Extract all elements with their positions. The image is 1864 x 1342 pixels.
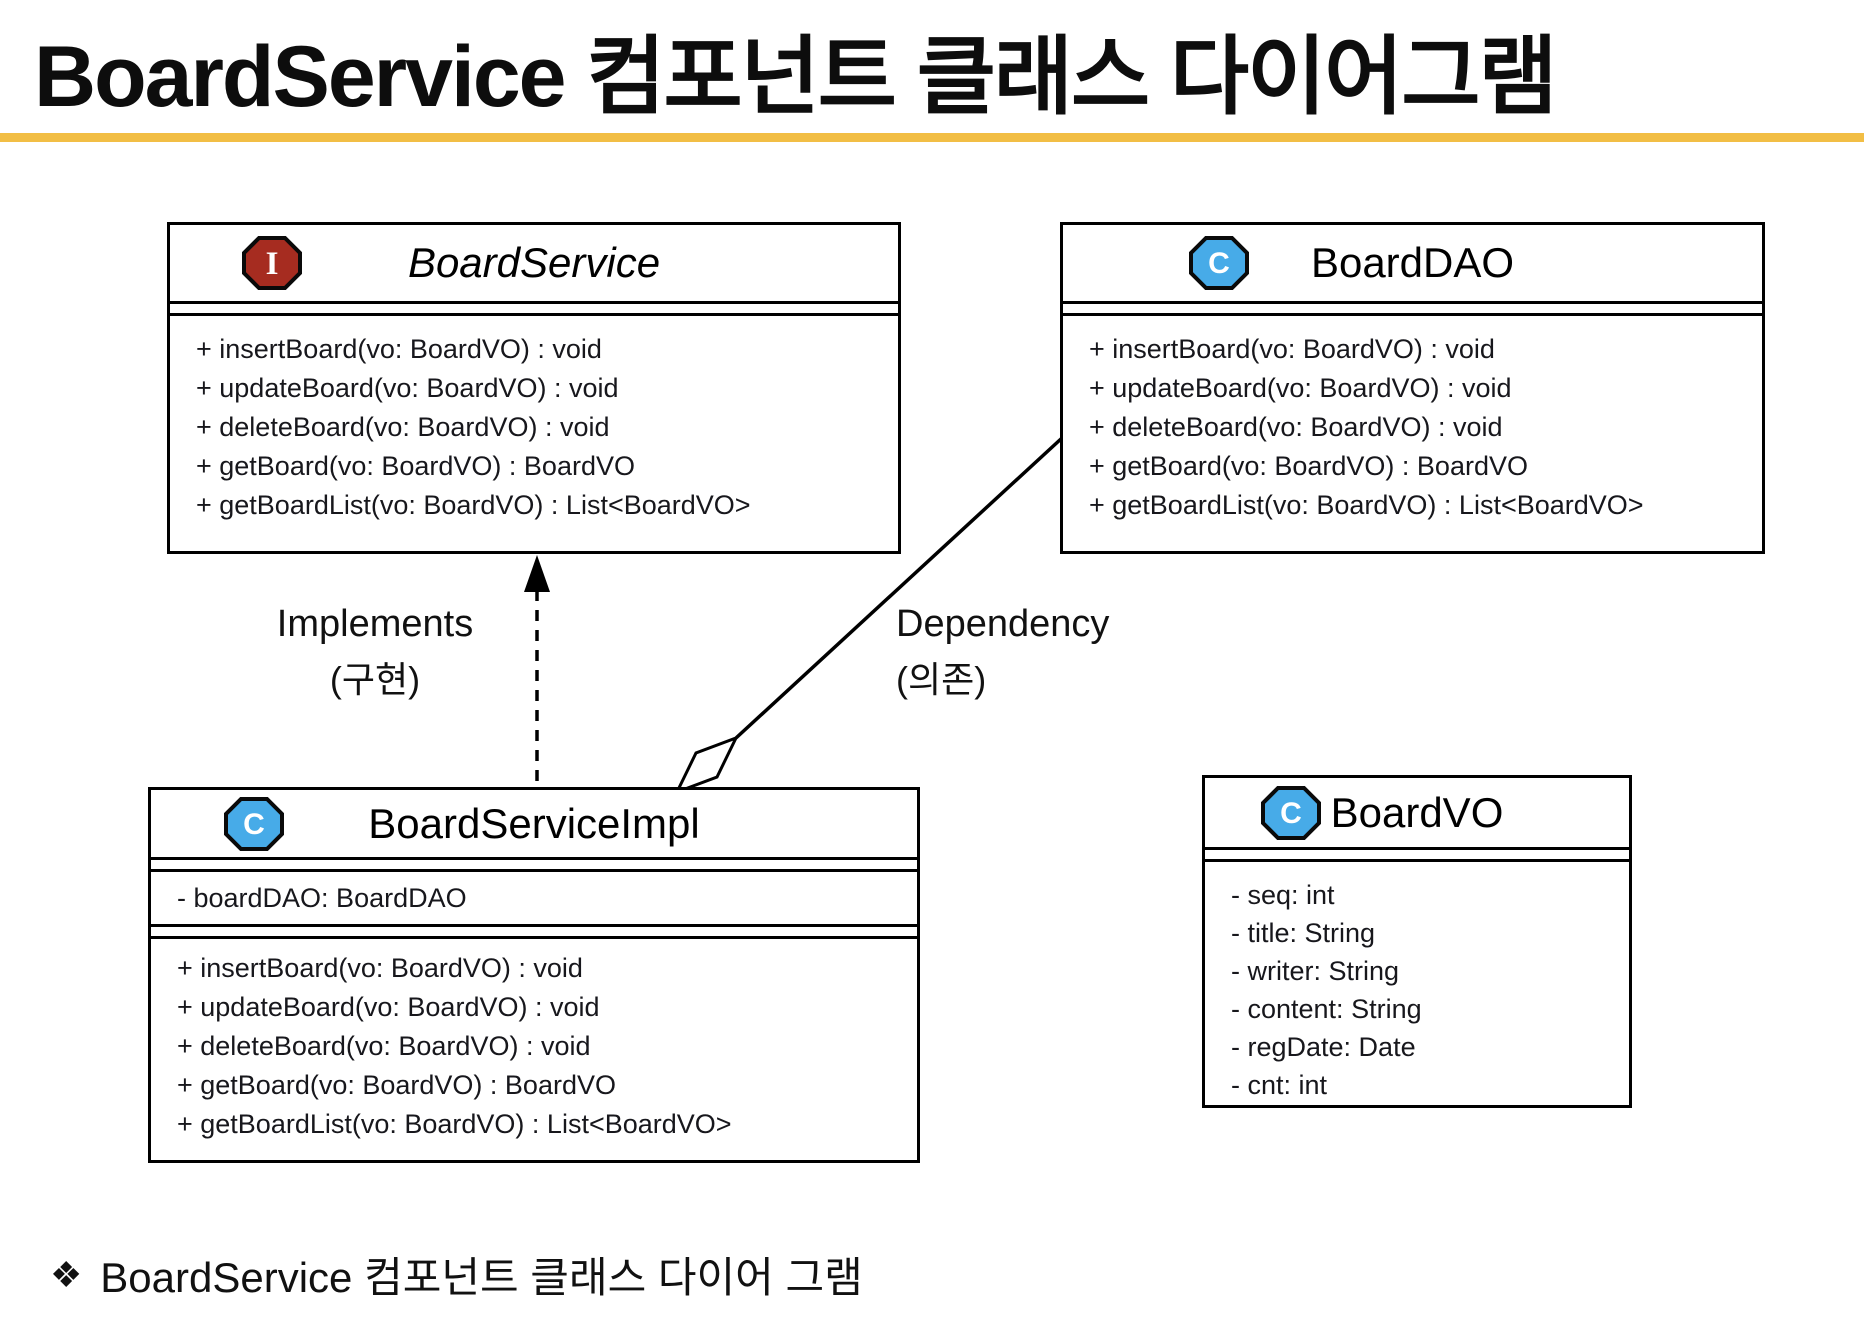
method-item: + getBoard(vo: BoardVO) : BoardVO — [1089, 451, 1528, 481]
class-header: C BoardServiceImpl — [151, 790, 917, 860]
attribute-item: - cnt: int — [1231, 1070, 1328, 1100]
dependency-label-text: Dependency — [896, 603, 1110, 645]
dependency-sublabel-text: (의존) — [896, 659, 987, 700]
svg-text:C: C — [243, 808, 265, 841]
class-name: BoardService — [407, 239, 661, 286]
compartment-separator — [1063, 304, 1762, 316]
method-item: + insertBoard(vo: BoardVO) : void — [1089, 334, 1495, 364]
class-box-boardserviceimpl: C BoardServiceImpl - boardDAO: BoardDAO … — [148, 787, 920, 1163]
methods-compartment: + insertBoard(vo: BoardVO) : void + updat… — [170, 316, 898, 525]
implements-label-text: Implements — [276, 603, 474, 645]
dependency-label: Dependency (의존) — [896, 596, 1109, 707]
method-item: + deleteBoard(vo: BoardVO) : void — [177, 1031, 591, 1061]
compartment-separator — [1205, 850, 1629, 862]
class-name: BoardDAO — [1310, 239, 1515, 286]
attribute-item: - regDate: Date — [1231, 1032, 1416, 1062]
svg-text:C: C — [1280, 797, 1302, 830]
attribute-item: - content: String — [1231, 994, 1422, 1024]
svg-text:C: C — [1208, 247, 1230, 280]
method-item: + deleteBoard(vo: BoardVO) : void — [196, 412, 610, 442]
class-icon: C — [224, 796, 284, 851]
compartment-separator — [151, 860, 917, 872]
class-box-boarddao: C BoardDAO + insertBoard(vo: BoardVO) : … — [1060, 222, 1765, 554]
method-item: + insertBoard(vo: BoardVO) : void — [196, 334, 602, 364]
implements-arrowhead — [524, 555, 550, 592]
footer-note-text: BoardService 컴포넌트 클래스 다이어 그램 — [100, 1254, 863, 1301]
attribute-item: - title: String — [1231, 918, 1376, 948]
class-header: I BoardService — [170, 225, 898, 304]
compartment-separator — [151, 927, 917, 939]
method-item: + getBoard(vo: BoardVO) : BoardVO — [196, 451, 635, 481]
class-name: BoardServiceImpl — [368, 799, 700, 847]
interface-icon: I — [242, 236, 302, 290]
method-item: + updateBoard(vo: BoardVO) : void — [196, 373, 619, 403]
implements-sublabel-text: (구현) — [329, 659, 421, 700]
method-item: + getBoardList(vo: BoardVO) : List<Board… — [196, 490, 751, 520]
attribute-item: - seq: int — [1231, 880, 1335, 910]
diamond-bullet-icon: ❖ — [50, 1253, 83, 1295]
method-item: + updateBoard(vo: BoardVO) : void — [1089, 373, 1512, 403]
class-box-boardservice: I BoardService + insertBoard(vo: BoardVO… — [167, 222, 901, 554]
page-title: BoardService 컴포넌트 클래스 다이어그램 — [34, 29, 1558, 125]
class-icon: C — [1189, 236, 1249, 290]
method-item: + getBoardList(vo: BoardVO) : List<Board… — [1089, 490, 1644, 520]
attribute-item: - writer: String — [1231, 956, 1400, 986]
attribute-item: - boardDAO: BoardDAO — [151, 872, 917, 927]
method-item: + deleteBoard(vo: BoardVO) : void — [1089, 412, 1503, 442]
methods-compartment: + insertBoard(vo: BoardVO) : void + updat… — [151, 939, 917, 1144]
class-icon: C — [1261, 785, 1321, 840]
class-header: C BoardDAO — [1063, 225, 1762, 304]
class-name: BoardVO — [1330, 788, 1504, 836]
footer-note: ❖ BoardService 컴포넌트 클래스 다이어 그램 — [50, 1244, 863, 1305]
methods-compartment: + insertBoard(vo: BoardVO) : void + updat… — [1063, 316, 1762, 525]
class-header: C BoardVO — [1205, 778, 1629, 850]
title-underline-rule — [0, 133, 1864, 142]
implements-label: Implements (구현) — [249, 596, 501, 707]
svg-text:I: I — [266, 246, 279, 282]
method-item: + getBoard(vo: BoardVO) : BoardVO — [177, 1070, 616, 1100]
method-item: + updateBoard(vo: BoardVO) : void — [177, 992, 600, 1022]
class-box-boardvo: C BoardVO - seq: int - title: String - wri… — [1202, 775, 1632, 1108]
method-item: + getBoardList(vo: BoardVO) : List<Board… — [177, 1109, 732, 1139]
dependency-diamond — [674, 735, 739, 795]
attributes-compartment: - seq: int - title: String - writer: Strin… — [1205, 862, 1629, 1104]
method-item: + insertBoard(vo: BoardVO) : void — [177, 953, 583, 983]
compartment-separator — [170, 304, 898, 316]
